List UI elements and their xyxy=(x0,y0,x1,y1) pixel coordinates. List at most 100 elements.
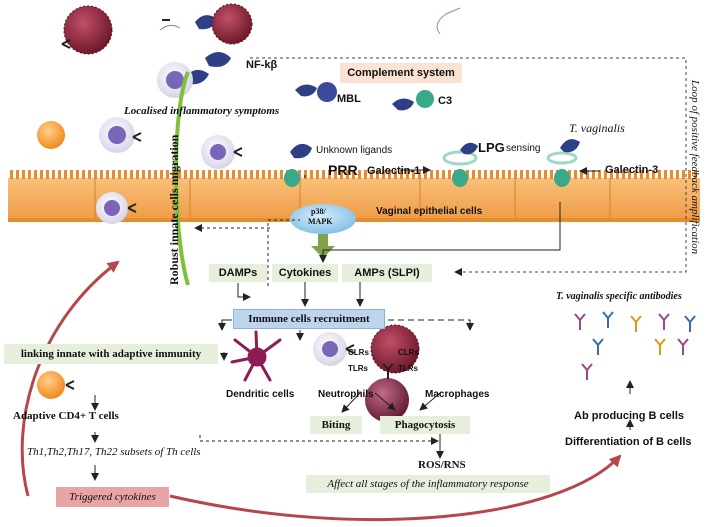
b-cell-art xyxy=(365,378,409,422)
receptors xyxy=(284,150,578,187)
microvillus xyxy=(574,170,577,179)
microvillus xyxy=(178,170,181,179)
microvillus xyxy=(436,170,439,179)
microvillus xyxy=(652,170,655,179)
differentiation-label: Differentiation of B cells xyxy=(565,436,692,448)
microvillus xyxy=(586,170,589,179)
robust-migration-label: Robust innate cells migration xyxy=(167,134,181,285)
mbl-label: MBL xyxy=(337,93,361,105)
unknown-ligands-label: Unknown ligands xyxy=(316,145,393,156)
microvillus xyxy=(424,170,427,179)
microvillus xyxy=(646,170,649,179)
microvillus xyxy=(616,170,619,179)
orange-cell-2 xyxy=(37,371,65,399)
microvillus xyxy=(322,170,325,179)
microvillus xyxy=(34,170,37,179)
mapk-arrow xyxy=(311,234,335,258)
prr-label: PRR xyxy=(328,162,358,178)
microvillus xyxy=(208,170,211,179)
microvillus xyxy=(694,170,697,179)
galectin1-label: Galectin-1 xyxy=(367,165,421,177)
microvillus xyxy=(670,170,673,179)
microvillus xyxy=(490,170,493,179)
vaginal-cells-label: Vaginal epithelial cells xyxy=(376,206,483,217)
microvillus xyxy=(658,170,661,179)
microvillus xyxy=(406,170,409,179)
microvillus xyxy=(376,170,379,179)
microvillus xyxy=(472,170,475,179)
microvillus xyxy=(682,170,685,179)
microvillus xyxy=(346,170,349,179)
microvillus xyxy=(400,170,403,179)
microvillus xyxy=(514,170,517,179)
microvillus xyxy=(220,170,223,179)
phagocytosis-box: Phagocytosis xyxy=(380,416,470,434)
microvillus xyxy=(88,170,91,179)
microvillus xyxy=(688,170,691,179)
microvillus xyxy=(334,170,337,179)
microvillus xyxy=(394,170,397,179)
microvillus xyxy=(232,170,235,179)
damps-box: DAMPs xyxy=(209,264,267,282)
affect-box: Affect all stages of the inflammatory re… xyxy=(306,475,550,493)
microvillus xyxy=(568,170,571,179)
tlrs2-label: TLRs xyxy=(398,364,418,373)
microvillus xyxy=(358,170,361,179)
biting-box: Biting xyxy=(310,416,362,434)
microvillus xyxy=(268,170,271,179)
microvillus xyxy=(142,170,145,179)
microvilli xyxy=(10,170,697,179)
feedback-loop-line xyxy=(250,57,687,276)
microvillus xyxy=(10,170,13,179)
microvillus xyxy=(124,170,127,179)
microvillus xyxy=(538,170,541,179)
microvillus xyxy=(226,170,229,179)
orange-cell-1 xyxy=(37,121,65,149)
microvillus xyxy=(418,170,421,179)
microvillus xyxy=(298,170,301,179)
microvillus xyxy=(304,170,307,179)
adaptive-label: Adaptive CD4+ T cells xyxy=(13,410,119,422)
microvillus xyxy=(184,170,187,179)
tvag-label: T. vaginalis xyxy=(569,121,625,135)
mapk-label: MAPK xyxy=(308,217,333,226)
nfkb-label: NF-kβ xyxy=(246,59,278,71)
microvillus xyxy=(544,170,547,179)
microvillus xyxy=(484,170,487,179)
microvillus xyxy=(52,170,55,179)
neutrophils-label: Neutrophils xyxy=(318,389,374,400)
microvillus xyxy=(16,170,19,179)
microvillus xyxy=(280,170,283,179)
microvillus xyxy=(502,170,505,179)
microvillus xyxy=(190,170,193,179)
cytokines-box: Cytokines xyxy=(272,264,338,282)
microvillus xyxy=(448,170,451,179)
microvillus xyxy=(610,170,613,179)
microvillus xyxy=(478,170,481,179)
antibodies-art xyxy=(574,311,696,380)
red-curve-right xyxy=(169,454,622,522)
tlrs1-label: TLRs xyxy=(348,364,368,373)
localised-label: Localised inflammatory symptoms xyxy=(124,105,280,117)
microvillus xyxy=(100,170,103,179)
microvillus xyxy=(520,170,523,179)
microvillus xyxy=(118,170,121,179)
microvillus xyxy=(112,170,115,179)
microvillus xyxy=(274,170,277,179)
migration-curve xyxy=(174,71,190,286)
microvillus xyxy=(46,170,49,179)
microvillus xyxy=(250,170,253,179)
clrs1-label: CLRs xyxy=(348,348,369,357)
microvillus xyxy=(76,170,79,179)
tvag-antibodies-label: T. vaginalis specific antibodies xyxy=(556,291,682,302)
lpg-label: LPG xyxy=(478,140,505,155)
dendritic-cell-art xyxy=(230,330,282,382)
microvillus xyxy=(628,170,631,179)
microvillus xyxy=(28,170,31,179)
microvillus xyxy=(466,170,469,179)
amps-box: AMPs (SLPI) xyxy=(342,264,432,282)
microvillus xyxy=(598,170,601,179)
microvillus xyxy=(340,170,343,179)
microvillus xyxy=(238,170,241,179)
